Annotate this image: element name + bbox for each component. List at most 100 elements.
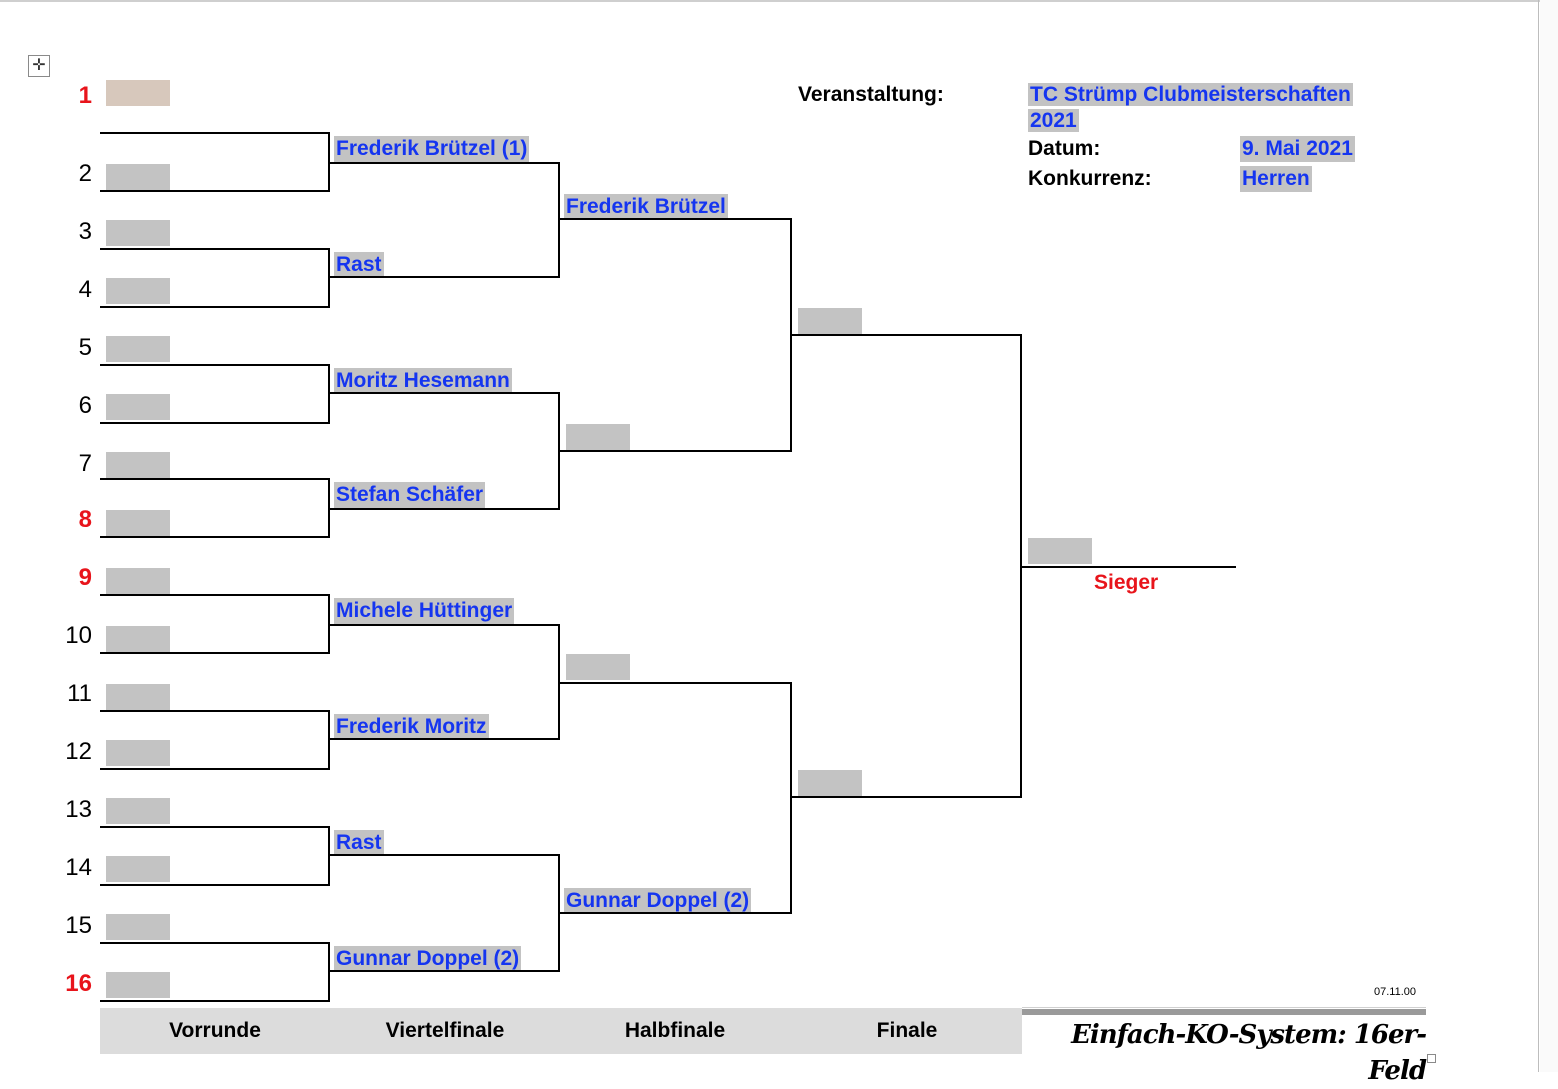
quarterfinal-player-5[interactable]: Michele Hüttinger	[334, 598, 515, 624]
bracket-line	[100, 536, 330, 538]
bracket-line	[330, 738, 560, 740]
player-slot-5[interactable]	[106, 336, 170, 362]
player-slot-11[interactable]	[106, 684, 170, 710]
bracket-line	[328, 248, 330, 308]
seed-number-3: 3	[78, 218, 92, 245]
quarterfinal-player-4[interactable]: Stefan Schäfer	[334, 482, 486, 508]
seed-number-6: 6	[78, 392, 92, 419]
bracket-line	[100, 306, 330, 308]
seed-number-11: 11	[67, 680, 92, 707]
bracket-line	[330, 624, 560, 626]
bracket-line	[558, 162, 560, 278]
seed-number-12: 12	[65, 738, 92, 765]
bracket-line	[100, 132, 330, 134]
bracket-line	[558, 392, 560, 510]
date-label: Datum:	[1028, 137, 1101, 160]
footer-rule-light	[1022, 1007, 1426, 1008]
category-value[interactable]: Herren	[1240, 166, 1312, 192]
quarterfinal-player-7[interactable]: Rast	[334, 830, 384, 856]
bracket-line	[100, 594, 330, 596]
final-player-1[interactable]	[798, 308, 862, 334]
round-label-halbfinale: Halbfinale	[624, 1019, 726, 1042]
player-slot-3[interactable]	[106, 220, 170, 246]
player-slot-4[interactable]	[106, 278, 170, 304]
bracket-line	[328, 594, 330, 654]
bracket-line	[328, 478, 330, 538]
round-label-vorrunde: Vorrunde	[169, 1019, 261, 1042]
seed-number-14: 14	[65, 854, 92, 881]
quarterfinal-player-2[interactable]: Rast	[334, 252, 384, 278]
bracket-line	[100, 768, 330, 770]
winner-slot[interactable]	[1028, 538, 1092, 564]
category-label: Konkurrenz:	[1028, 167, 1152, 190]
bracket-line	[558, 854, 560, 972]
bracket-line	[560, 450, 792, 452]
round-label-finale: Finale	[876, 1019, 938, 1042]
semifinal-player-1[interactable]: Frederik Brützel	[564, 194, 728, 220]
player-slot-14[interactable]	[106, 856, 170, 882]
seed-number-10: 10	[65, 622, 92, 649]
page-right-margin	[1540, 0, 1558, 1072]
seed-number-13: 13	[65, 796, 92, 823]
player-slot-16[interactable]	[106, 972, 170, 998]
event-title-text: TC Strümp Clubmeisterschaften 2021	[1028, 83, 1353, 132]
quarterfinal-player-3[interactable]: Moritz Hesemann	[334, 368, 512, 394]
bracket-line	[100, 652, 330, 654]
seed-number-9: 9	[78, 564, 92, 591]
bracket-line	[100, 364, 330, 366]
bracket-line	[328, 826, 330, 886]
player-slot-7[interactable]	[106, 452, 170, 478]
bracket-line	[560, 682, 792, 684]
footer-rule	[1022, 1009, 1426, 1015]
seed-number-7: 7	[78, 450, 92, 477]
bracket-line	[328, 710, 330, 770]
quarterfinal-player-1[interactable]: Frederik Brützel (1)	[334, 136, 530, 162]
winner-line	[1022, 566, 1236, 568]
player-slot-13[interactable]	[106, 798, 170, 824]
bracket-line	[330, 970, 560, 972]
bracket-line	[100, 826, 330, 828]
version-stamp: 07.11.00	[1374, 986, 1417, 998]
date-value[interactable]: 9. Mai 2021	[1240, 136, 1355, 162]
player-slot-2[interactable]	[106, 164, 170, 190]
event-title[interactable]: TC Strümp Clubmeisterschaften 2021	[1028, 82, 1376, 134]
event-label: Veranstaltung:	[798, 83, 944, 106]
player-slot-15[interactable]	[106, 914, 170, 940]
player-slot-10[interactable]	[106, 626, 170, 652]
semifinal-player-2[interactable]	[566, 424, 630, 450]
seed-number-15: 15	[65, 912, 92, 939]
player-slot-1[interactable]	[106, 80, 170, 106]
table-move-handle-icon[interactable]: ✛	[28, 55, 50, 77]
bracket-line	[330, 276, 560, 278]
seed-number-8: 8	[78, 506, 92, 533]
bracket-line	[330, 508, 560, 510]
page-top-border	[0, 0, 1540, 2]
bracket-line	[100, 710, 330, 712]
player-slot-8[interactable]	[106, 510, 170, 536]
bracket-line	[790, 218, 792, 452]
resize-handle-icon[interactable]	[1427, 1054, 1436, 1063]
quarterfinal-player-8[interactable]: Gunnar Doppel (2)	[334, 946, 522, 972]
player-slot-6[interactable]	[106, 394, 170, 420]
bracket-line	[330, 854, 560, 856]
player-slot-9[interactable]	[106, 568, 170, 594]
bracket-line	[100, 190, 330, 192]
quarterfinal-player-6[interactable]: Frederik Moritz	[334, 714, 489, 740]
bracket-line	[100, 478, 330, 480]
semifinal-player-3[interactable]	[566, 654, 630, 680]
bracket-line	[1020, 334, 1022, 798]
bracket-line	[100, 884, 330, 886]
seed-number-5: 5	[78, 334, 92, 361]
seed-number-1: 1	[78, 82, 92, 109]
bracket-line	[792, 334, 1022, 336]
bracket-line	[560, 912, 792, 914]
round-label-viertelfinale: Viertelfinale	[385, 1019, 505, 1042]
bracket-line	[330, 392, 560, 394]
semifinal-player-4[interactable]: Gunnar Doppel (2)	[564, 888, 752, 914]
bracket-line	[328, 942, 330, 1002]
bracket-line	[790, 682, 792, 914]
bracket-line	[328, 132, 330, 192]
final-player-2[interactable]	[798, 770, 862, 796]
bracket-line	[558, 624, 560, 740]
player-slot-12[interactable]	[106, 740, 170, 766]
